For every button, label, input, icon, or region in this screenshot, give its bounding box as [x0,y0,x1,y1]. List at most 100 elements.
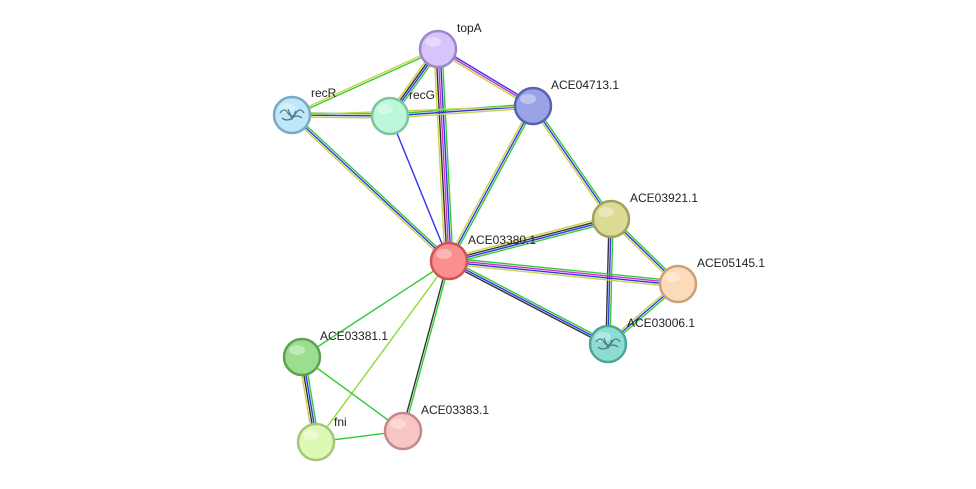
edge-topa-ace03380-1[interactable] [433,48,454,262]
node-topa[interactable]: topA [418,21,482,69]
edge-line-green [449,258,610,343]
edge-line-dark [447,262,608,347]
node-highlight [303,430,319,440]
node-ace03383-1[interactable]: ACE03383.1 [383,403,489,451]
node-label: ACE03006.1 [627,316,695,330]
edge-line-dark [448,217,611,261]
edge-ace03921-1-ace03380-1[interactable] [448,215,612,265]
node-highlight [436,249,452,259]
edge-ace03381-1-ace03383-1[interactable] [301,356,404,432]
node-label: ACE03381.1 [320,329,388,343]
edge-line-magenta [449,259,679,284]
nodes-layer: topA recR recG ACE04713.1ACE03921.1ACE03380… [272,21,765,462]
node-circle[interactable] [370,96,410,136]
node-circle[interactable] [429,241,469,281]
node-highlight [520,94,536,104]
edge-line-green [292,49,439,117]
edge-topa-recr[interactable] [291,47,439,117]
node-highlight [390,419,406,429]
node-highlight [598,207,614,217]
node-circle[interactable] [588,324,628,364]
edge-line-green [441,48,454,261]
edge-line-green [292,113,451,261]
protein-structure-icon [595,337,621,350]
edge-line-lime [315,260,450,443]
edge-line-yellow [530,106,610,221]
edge-line-blue [389,105,534,117]
node-label: topA [457,21,482,35]
edge-line-green [301,260,450,358]
node-circle[interactable] [272,95,312,135]
edge-recr-ace04713-1[interactable] [291,105,534,116]
edge-line-yellow [390,107,534,119]
edge-line-dark [401,260,449,431]
edge-ace03380-1-ace05145-1[interactable] [448,257,679,288]
node-label: fni [334,415,347,429]
node-ace05145-1[interactable]: ACE05145.1 [658,256,765,304]
edge-ace03380-1-ace03383-1[interactable] [401,260,451,432]
edge-line-green [403,261,451,432]
edge-ace04713-1-ace03380-1[interactable] [446,104,536,263]
node-ace03006-1[interactable]: ACE03006.1 [588,316,695,364]
edge-line-blue [291,114,450,262]
edge-line-blue [532,105,612,220]
edge-line-green [450,106,536,263]
node-highlight [377,104,393,114]
node-recr[interactable]: recR [272,86,337,135]
edge-line-blue [448,261,678,286]
edge-ace03380-1-ace03006-1[interactable] [447,258,610,347]
edge-line-blue [607,218,612,345]
node-label: ACE03380.1 [468,233,536,247]
node-label: recG [409,88,435,102]
edge-line-blue [448,105,534,262]
node-fni[interactable]: fni [296,415,347,462]
node-circle[interactable] [658,264,698,304]
edge-ace03380-1-ace03381-1[interactable] [301,260,450,358]
edge-line-dark [605,218,610,344]
edge-line-green [449,257,679,282]
edge-line-magenta [437,48,450,262]
edge-line-blue [449,219,612,263]
edge-line-green [609,219,614,345]
edge-recr-ace03380-1[interactable] [290,113,451,263]
node-circle[interactable] [282,337,322,377]
edge-ace04713-1-ace03921-1[interactable] [530,104,614,221]
node-highlight [289,345,305,355]
edge-line-yellow [446,104,532,261]
edge-ace03921-1-ace03006-1[interactable] [605,218,614,345]
protein-structure-icon [279,108,305,121]
node-recg[interactable]: recG [370,88,435,136]
node-label: recR [311,86,337,100]
edge-line-blue [389,115,450,262]
edge-line-dark [435,49,448,262]
node-ace03381-1[interactable]: ACE03381.1 [282,329,388,377]
edge-line-yellow [291,47,438,115]
node-label: ACE04713.1 [551,78,619,92]
node-circle[interactable] [383,411,423,451]
edge-line-yellow [448,215,611,259]
edge-recg-ace03380-1[interactable] [389,115,450,262]
edge-line-yellow [290,115,449,263]
node-circle[interactable] [591,199,631,239]
node-label: ACE03921.1 [630,191,698,205]
edge-line-green [534,104,614,219]
node-circle[interactable] [418,29,458,69]
node-label: ACE05145.1 [697,256,765,270]
edge-line-blue [448,260,609,345]
edge-line-blue [439,48,452,261]
node-label: ACE03383.1 [421,403,489,417]
node-circle[interactable] [513,86,553,126]
node-ace03380-1[interactable]: ACE03380.1 [429,233,536,281]
node-ace04713-1[interactable]: ACE04713.1 [513,78,619,126]
node-circle[interactable] [296,422,336,462]
edge-line-yellow [291,105,534,116]
node-ace03921-1[interactable]: ACE03921.1 [591,191,698,239]
node-highlight [665,272,681,282]
node-highlight [425,37,441,47]
edge-line-yellow [433,49,446,262]
edge-line-green [301,356,404,432]
edge-line-green [449,221,612,265]
edge-ace03380-1-fni[interactable] [315,260,450,443]
edge-line-yellow [448,263,678,288]
